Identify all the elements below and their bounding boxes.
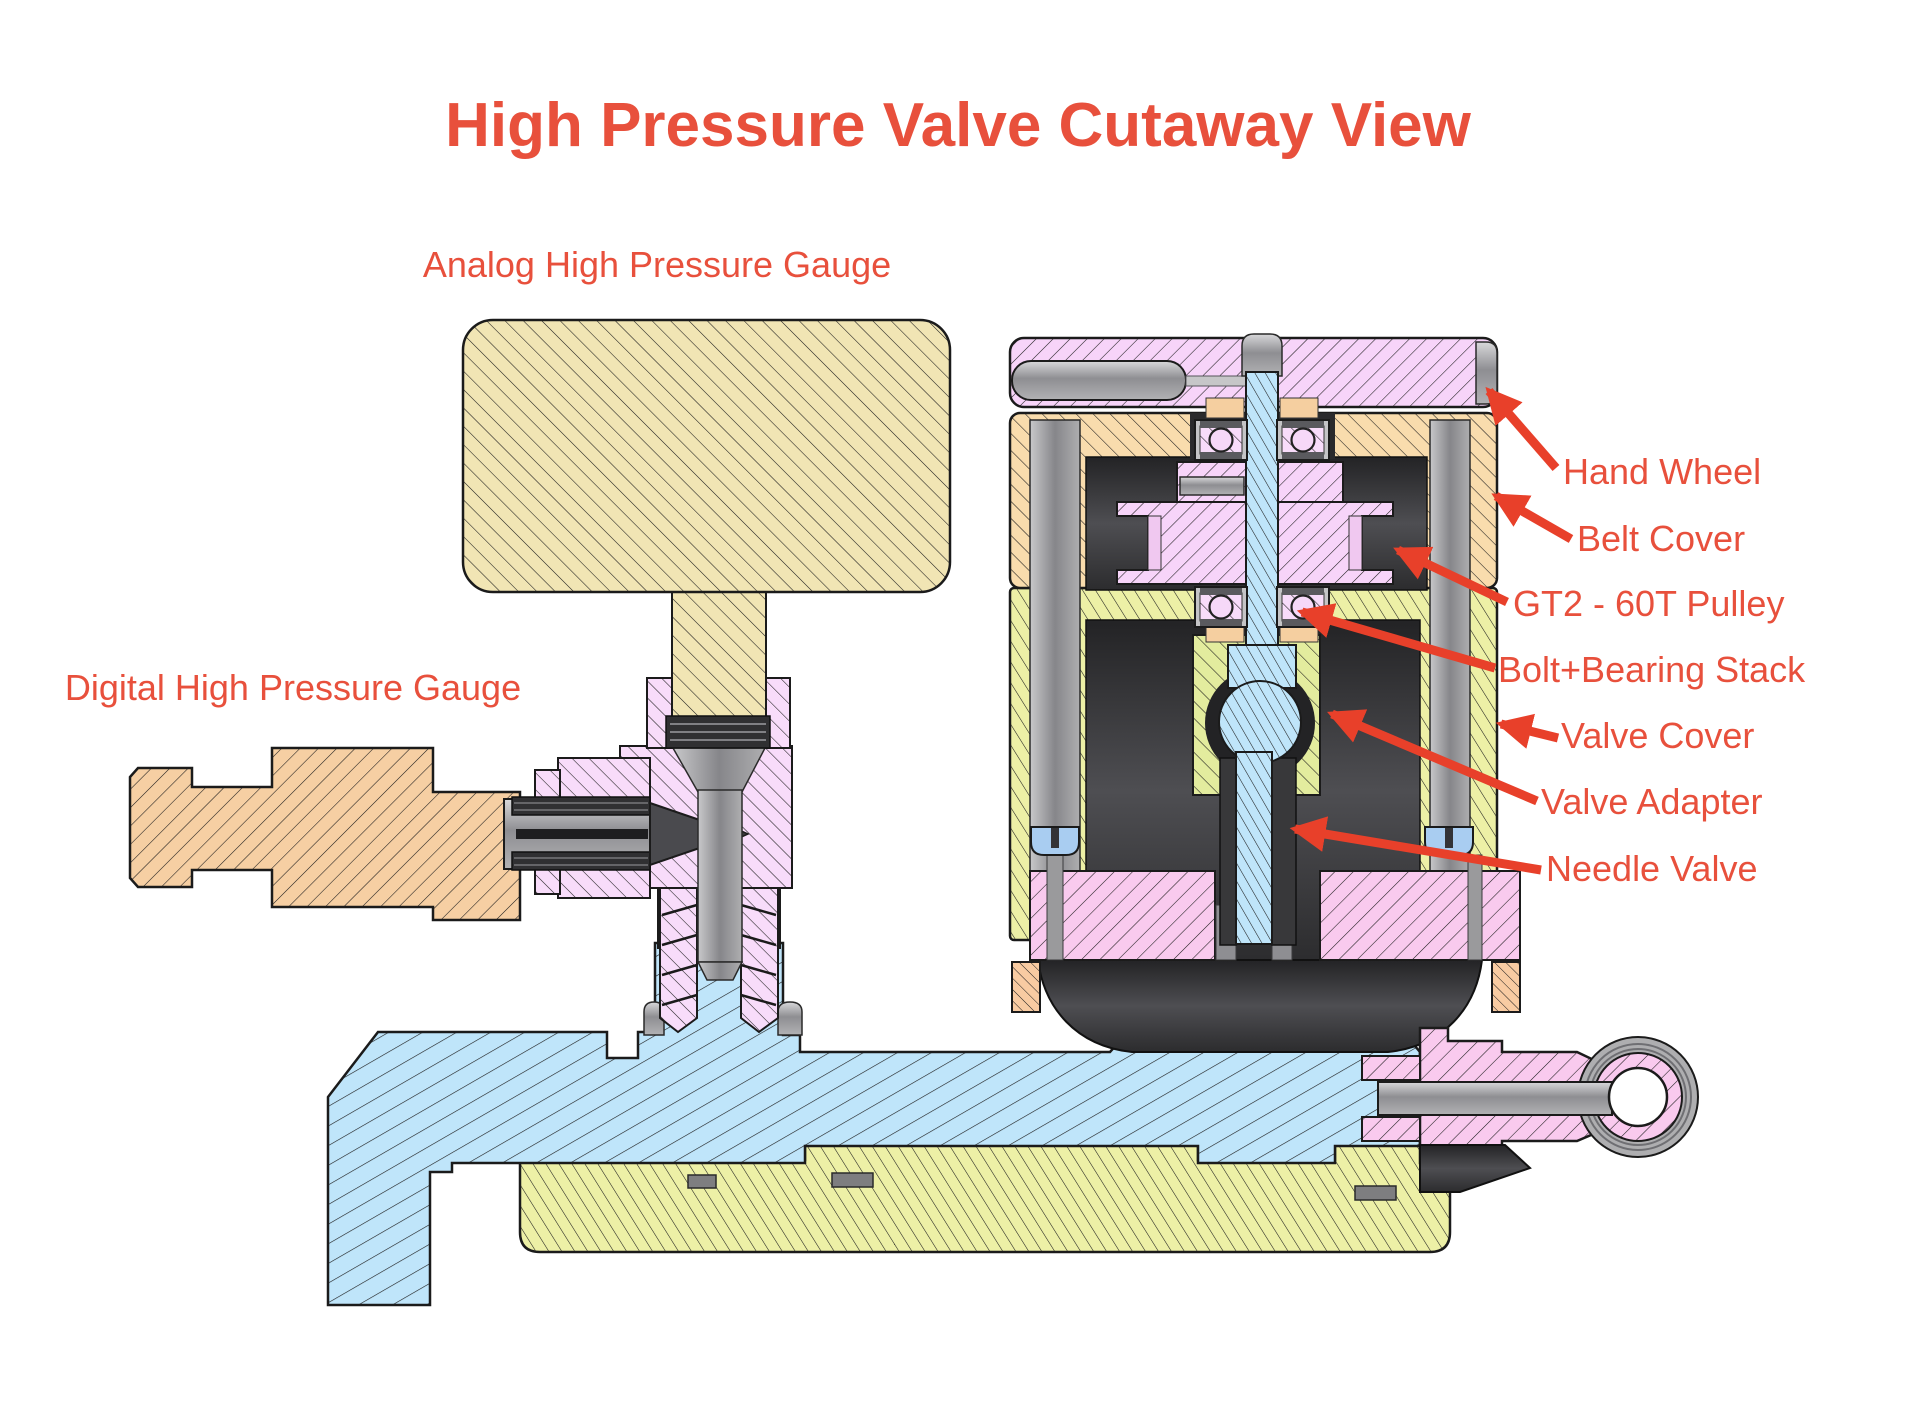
tee-internal-stem bbox=[671, 747, 767, 981]
pulley-teeth-left bbox=[1147, 515, 1162, 571]
arrow-valve-cover bbox=[1495, 713, 1560, 749]
ferrule-thread-top bbox=[511, 796, 651, 816]
label-belt-cover: Belt Cover bbox=[1577, 518, 1745, 559]
bearing-spacer-tr bbox=[1279, 397, 1319, 419]
analog-gauge-body bbox=[461, 318, 952, 594]
packing-nut-right bbox=[1319, 870, 1521, 961]
compression-fitting bbox=[503, 796, 750, 871]
analog-thread-lines bbox=[670, 723, 766, 741]
hand-wheel-grip-rod bbox=[1185, 375, 1249, 387]
outlet-tab-top bbox=[1361, 1055, 1421, 1081]
stem-rod-tip bbox=[696, 961, 744, 981]
tslot-nut-mid bbox=[831, 1172, 874, 1188]
label-gt2-pulley: GT2 - 60T Pulley bbox=[1513, 583, 1784, 624]
label-analog-gauge: Analog High Pressure Gauge bbox=[423, 244, 891, 285]
label-bolt-bearing-stack: Bolt+Bearing Stack bbox=[1498, 649, 1806, 690]
thread-chevrons-left bbox=[661, 903, 698, 1007]
valve-body-bell bbox=[1036, 959, 1484, 1053]
pulley-teeth-right bbox=[1348, 515, 1363, 571]
screw-top-cap bbox=[1241, 333, 1283, 377]
outlet-tube bbox=[1377, 1081, 1613, 1116]
bearing-spacer-tl bbox=[1205, 397, 1245, 419]
outlet-support-wedge bbox=[1419, 1144, 1532, 1193]
digital-gauge bbox=[128, 746, 522, 922]
needle-valve-right bbox=[1271, 757, 1297, 946]
stem-rod bbox=[697, 789, 743, 963]
packing-rod-left bbox=[1046, 854, 1064, 961]
ferrule-thread-bottom bbox=[511, 851, 651, 871]
label-hand-wheel: Hand Wheel bbox=[1563, 451, 1761, 492]
outlet-bore bbox=[1607, 1066, 1669, 1128]
ferrule-thread-lines bbox=[514, 802, 648, 866]
ball-bearing-bottom-left bbox=[1193, 585, 1249, 629]
valve-assembly bbox=[1008, 333, 1521, 1053]
packing-rod-right bbox=[1467, 854, 1483, 961]
label-needle-valve: Needle Valve bbox=[1546, 848, 1757, 889]
analog-gauge-stem bbox=[671, 591, 767, 721]
base-plate bbox=[518, 1141, 1452, 1254]
arrow-bolt-bearing bbox=[1296, 603, 1497, 673]
arrow-needle-valve bbox=[1289, 816, 1542, 875]
arrow-gt2-pulley bbox=[1393, 545, 1509, 607]
analog-gauge bbox=[461, 318, 952, 749]
lead-screw bbox=[1245, 371, 1279, 649]
cover-screw-right-slot bbox=[1445, 828, 1453, 848]
ferrule-slit bbox=[516, 829, 648, 839]
hand-wheel-grip bbox=[1011, 360, 1187, 401]
label-valve-adapter: Valve Adapter bbox=[1541, 781, 1762, 822]
tslot-nut-left bbox=[687, 1174, 717, 1189]
ball-bearing-top-right bbox=[1275, 418, 1331, 462]
bearing-spacer-br bbox=[1279, 625, 1319, 643]
callout-labels: Hand Wheel Belt Cover GT2 - 60T Pulley B… bbox=[1498, 451, 1806, 889]
label-valve-cover: Valve Cover bbox=[1561, 715, 1754, 756]
ball-bearing-top-left bbox=[1193, 418, 1249, 462]
arrow-valve-adapter bbox=[1327, 709, 1539, 806]
tie-rod-right bbox=[1429, 419, 1471, 951]
cover-screw-left-slot bbox=[1051, 828, 1059, 848]
seal-left bbox=[1011, 961, 1041, 1013]
outlet-tab-bottom bbox=[1361, 1116, 1421, 1142]
needle-valve-left bbox=[1219, 757, 1237, 946]
tslot-nut-right bbox=[1354, 1185, 1397, 1201]
arrow-belt-cover bbox=[1491, 492, 1574, 543]
screw-ball bbox=[1218, 680, 1302, 764]
digital-gauge-body bbox=[128, 746, 522, 922]
page-title: High Pressure Valve Cutaway View bbox=[445, 91, 1472, 160]
screw-stem bbox=[1235, 751, 1273, 945]
seal-right bbox=[1491, 961, 1521, 1013]
callout-arrows bbox=[1289, 386, 1574, 875]
pulley-hub-pin bbox=[1179, 476, 1245, 496]
bearing-spacer-bl bbox=[1205, 625, 1245, 643]
outlet-fitting bbox=[1361, 1026, 1699, 1193]
tee-branch-tab-top bbox=[534, 769, 561, 800]
thread-chevrons-right bbox=[740, 903, 777, 1007]
label-digital-gauge: Digital High Pressure Gauge bbox=[65, 667, 521, 708]
arrow-hand-wheel bbox=[1485, 386, 1560, 471]
boss-stud-right bbox=[777, 1001, 803, 1036]
